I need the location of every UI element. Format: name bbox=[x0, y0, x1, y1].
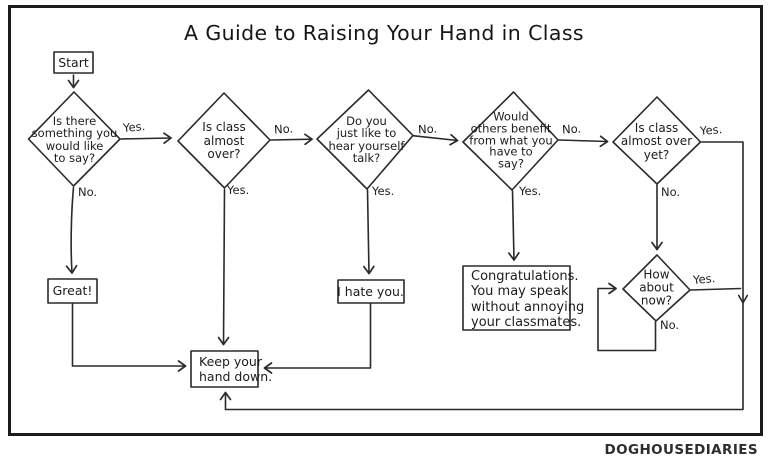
edge-q-how-about-now-no-loop bbox=[597, 282, 657, 352]
panel-border bbox=[8, 5, 763, 436]
edge-great-to-keep bbox=[71, 302, 187, 372]
edge-q-hear-yourself-yes bbox=[363, 189, 375, 275]
edge-q-others-benefit-yes bbox=[507, 190, 520, 261]
q-how-about-now-label: How about now? bbox=[639, 267, 674, 308]
edge-q-almost-over-no bbox=[270, 133, 313, 146]
i-hate-you-box-shape bbox=[337, 279, 405, 304]
keep-hand-down-label: Keep your hand down. bbox=[199, 354, 273, 384]
q-others-benefit-diamond-shape bbox=[462, 91, 559, 191]
edge-q-something-yes bbox=[120, 132, 172, 144]
q-hear-yourself-label: Do you just like to hear yourself talk? bbox=[328, 113, 405, 165]
label-q-others-benefit-yes: Yes. bbox=[519, 184, 542, 198]
edge-q-almost-over-yes bbox=[217, 188, 230, 346]
start-label: Start bbox=[58, 54, 89, 70]
label-q-almost-over-yes: Yes. bbox=[227, 183, 250, 197]
q-almost-over-yet-label: Is class almost over yet? bbox=[620, 120, 693, 162]
label-q-how-about-now-yes: Yes. bbox=[692, 271, 716, 287]
edge-i-hate-you-to-keep bbox=[263, 302, 372, 374]
label-q-hear-yourself-yes: Yes. bbox=[372, 184, 395, 198]
label-q-something-yes: Yes. bbox=[122, 119, 146, 135]
q-something-diamond-shape bbox=[27, 91, 121, 187]
page-title: A Guide to Raising Your Hand in Class bbox=[183, 21, 584, 45]
arrowhead-merge-down bbox=[737, 294, 749, 304]
q-almost-over-label: Is class almost over? bbox=[202, 119, 246, 161]
edge-q-how-about-now-yes bbox=[690, 287, 742, 291]
great-label: Great! bbox=[52, 283, 93, 298]
start-box-shape bbox=[53, 51, 94, 74]
label-q-something-no: No. bbox=[78, 185, 98, 199]
great-box-shape bbox=[47, 278, 98, 304]
q-almost-over-diamond-shape bbox=[177, 92, 271, 189]
label-q-hear-yourself-no: No. bbox=[417, 121, 438, 137]
edge-q-others-benefit-no bbox=[558, 135, 609, 148]
author-credit: DOGHOUSEDIARIES bbox=[604, 442, 758, 458]
label-q-almost-over-yet-yes: Yes. bbox=[699, 122, 723, 138]
edge-q-something-no bbox=[65, 186, 78, 274]
q-how-about-now-diamond-shape bbox=[622, 254, 691, 322]
edge-q-almost-over-yet-yes-to-keep bbox=[219, 141, 744, 411]
label-q-almost-over-yet-no: No. bbox=[661, 185, 681, 199]
congrats-box-shape bbox=[462, 265, 571, 331]
congrats-label: Congratulations. You may speak without a… bbox=[471, 269, 585, 330]
q-hear-yourself-diamond-shape bbox=[316, 89, 414, 190]
label-q-almost-over-no: No. bbox=[273, 121, 294, 137]
edge-q-hear-yourself-no bbox=[413, 133, 459, 146]
label-q-how-about-now-no: No. bbox=[660, 318, 680, 332]
label-q-others-benefit-no: No. bbox=[561, 121, 582, 137]
i-hate-you-label: I hate you. bbox=[337, 283, 404, 299]
q-others-benefit-label: Would others benefit from what you have … bbox=[469, 109, 553, 171]
q-almost-over-yet-diamond-shape bbox=[612, 96, 702, 185]
keep-hand-down-box-shape bbox=[190, 350, 259, 388]
q-something-label: Is there something you would like to say… bbox=[31, 113, 118, 165]
